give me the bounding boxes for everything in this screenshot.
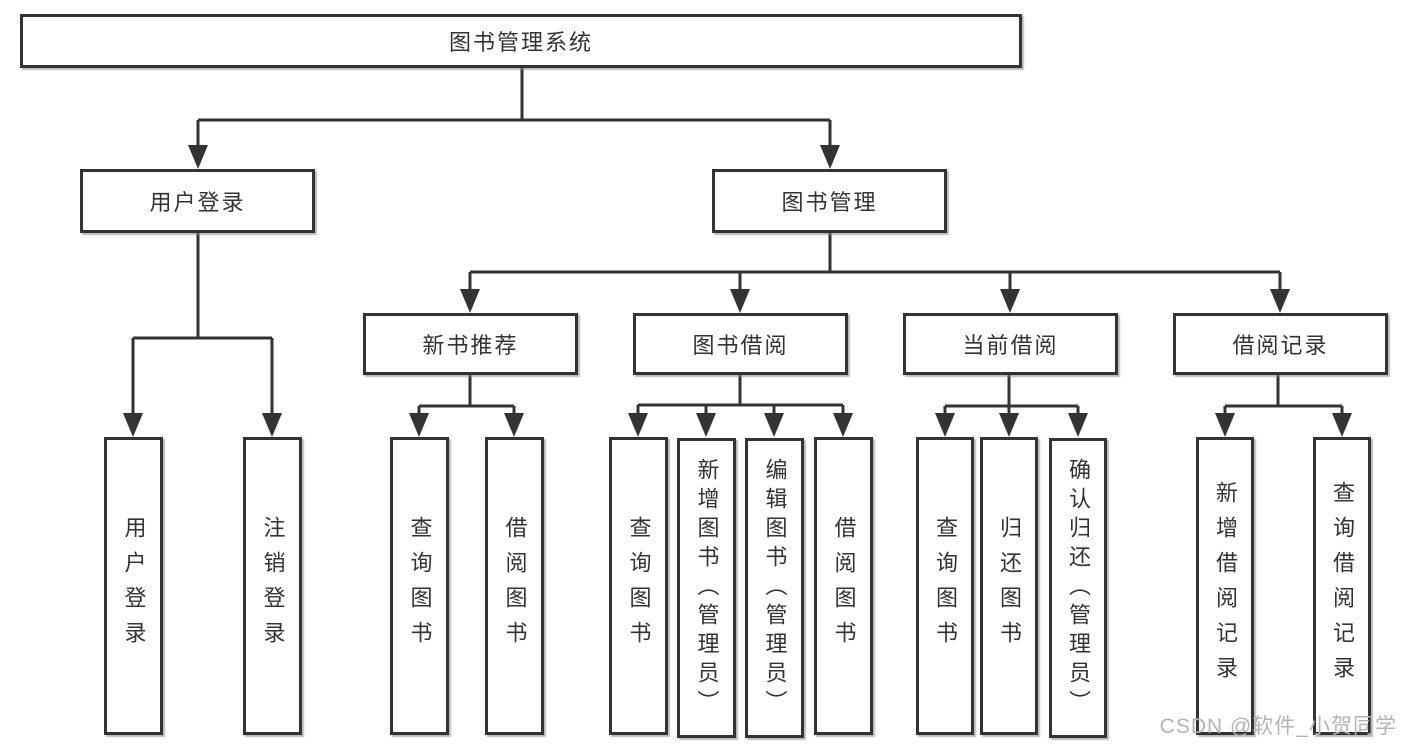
- leaf-add-borrow-record-label: 新增借阅记录: [1213, 481, 1238, 691]
- leaf-add-borrow-record: 新增借阅记录: [1196, 437, 1254, 735]
- node-root: 图书管理系统: [20, 14, 1022, 68]
- node-user-login-label: 用户登录: [149, 190, 246, 215]
- leaf-logout: 注销登录: [243, 437, 302, 735]
- node-borrow-records-label: 借阅记录: [1232, 333, 1329, 358]
- node-current-borrowing: 当前借阅: [903, 313, 1118, 375]
- connector-book-management-to-level2: [460, 233, 1290, 313]
- leaf-query-books-recommend-label: 查询图书: [407, 516, 433, 656]
- leaf-query-books-borrow: 查询图书: [609, 437, 668, 735]
- node-user-login: 用户登录: [80, 169, 315, 233]
- leaf-logout-label: 注销登录: [260, 516, 286, 656]
- connector-current-borrow-to-leaves: [935, 375, 1088, 437]
- leaf-query-books-current: 查询图书: [916, 437, 974, 735]
- node-borrow-records: 借阅记录: [1173, 313, 1388, 375]
- connector-root-to-level1: [188, 68, 840, 169]
- leaf-return-books: 归还图书: [980, 437, 1038, 735]
- node-book-management: 图书管理: [712, 169, 947, 233]
- leaf-borrow-books-recommend: 借阅图书: [485, 437, 544, 735]
- node-new-book-recommend-label: 新书推荐: [422, 333, 519, 358]
- connector-book-borrow-to-leaves: [628, 375, 853, 437]
- leaf-borrow-books-label: 借阅图书: [831, 516, 857, 656]
- node-current-borrowing-label: 当前借阅: [962, 333, 1059, 358]
- connector-new-book-to-leaves: [409, 375, 524, 437]
- leaf-query-borrow-record-label: 查询借阅记录: [1330, 481, 1355, 691]
- leaf-query-books-borrow-label: 查询图书: [626, 516, 652, 656]
- leaf-query-books-recommend: 查询图书: [390, 437, 449, 735]
- leaf-borrow-books-recommend-label: 借阅图书: [502, 516, 528, 656]
- leaf-borrow-books: 借阅图书: [814, 437, 873, 735]
- node-book-management-label: 图书管理: [781, 190, 878, 215]
- leaf-edit-books-admin-label: 编辑图书（管理员）: [762, 457, 788, 719]
- connector-user-login-to-leaves: [123, 233, 282, 437]
- leaf-edit-books-admin: 编辑图书（管理员）: [745, 438, 804, 738]
- leaf-return-books-label: 归还图书: [997, 516, 1022, 656]
- connector-borrow-records-to-leaves: [1215, 375, 1352, 437]
- leaf-add-books-admin: 新增图书（管理员）: [677, 438, 736, 738]
- leaf-query-books-current-label: 查询图书: [933, 516, 958, 656]
- leaf-user-login: 用户登录: [104, 437, 163, 735]
- leaf-user-login-label: 用户登录: [121, 516, 147, 656]
- csdn-watermark: CSDN @软件_小贺同学: [1159, 715, 1397, 738]
- node-root-label: 图书管理系统: [448, 30, 593, 55]
- node-book-borrowing: 图书借阅: [633, 313, 848, 375]
- leaf-add-books-admin-label: 新增图书（管理员）: [694, 457, 720, 719]
- node-book-borrowing-label: 图书借阅: [692, 333, 789, 358]
- leaf-confirm-return-admin: 确认归还（管理员）: [1049, 438, 1107, 738]
- leaf-query-borrow-record: 查询借阅记录: [1313, 437, 1371, 735]
- node-new-book-recommend: 新书推荐: [363, 313, 578, 375]
- leaf-confirm-return-admin-label: 确认归还（管理员）: [1066, 457, 1091, 719]
